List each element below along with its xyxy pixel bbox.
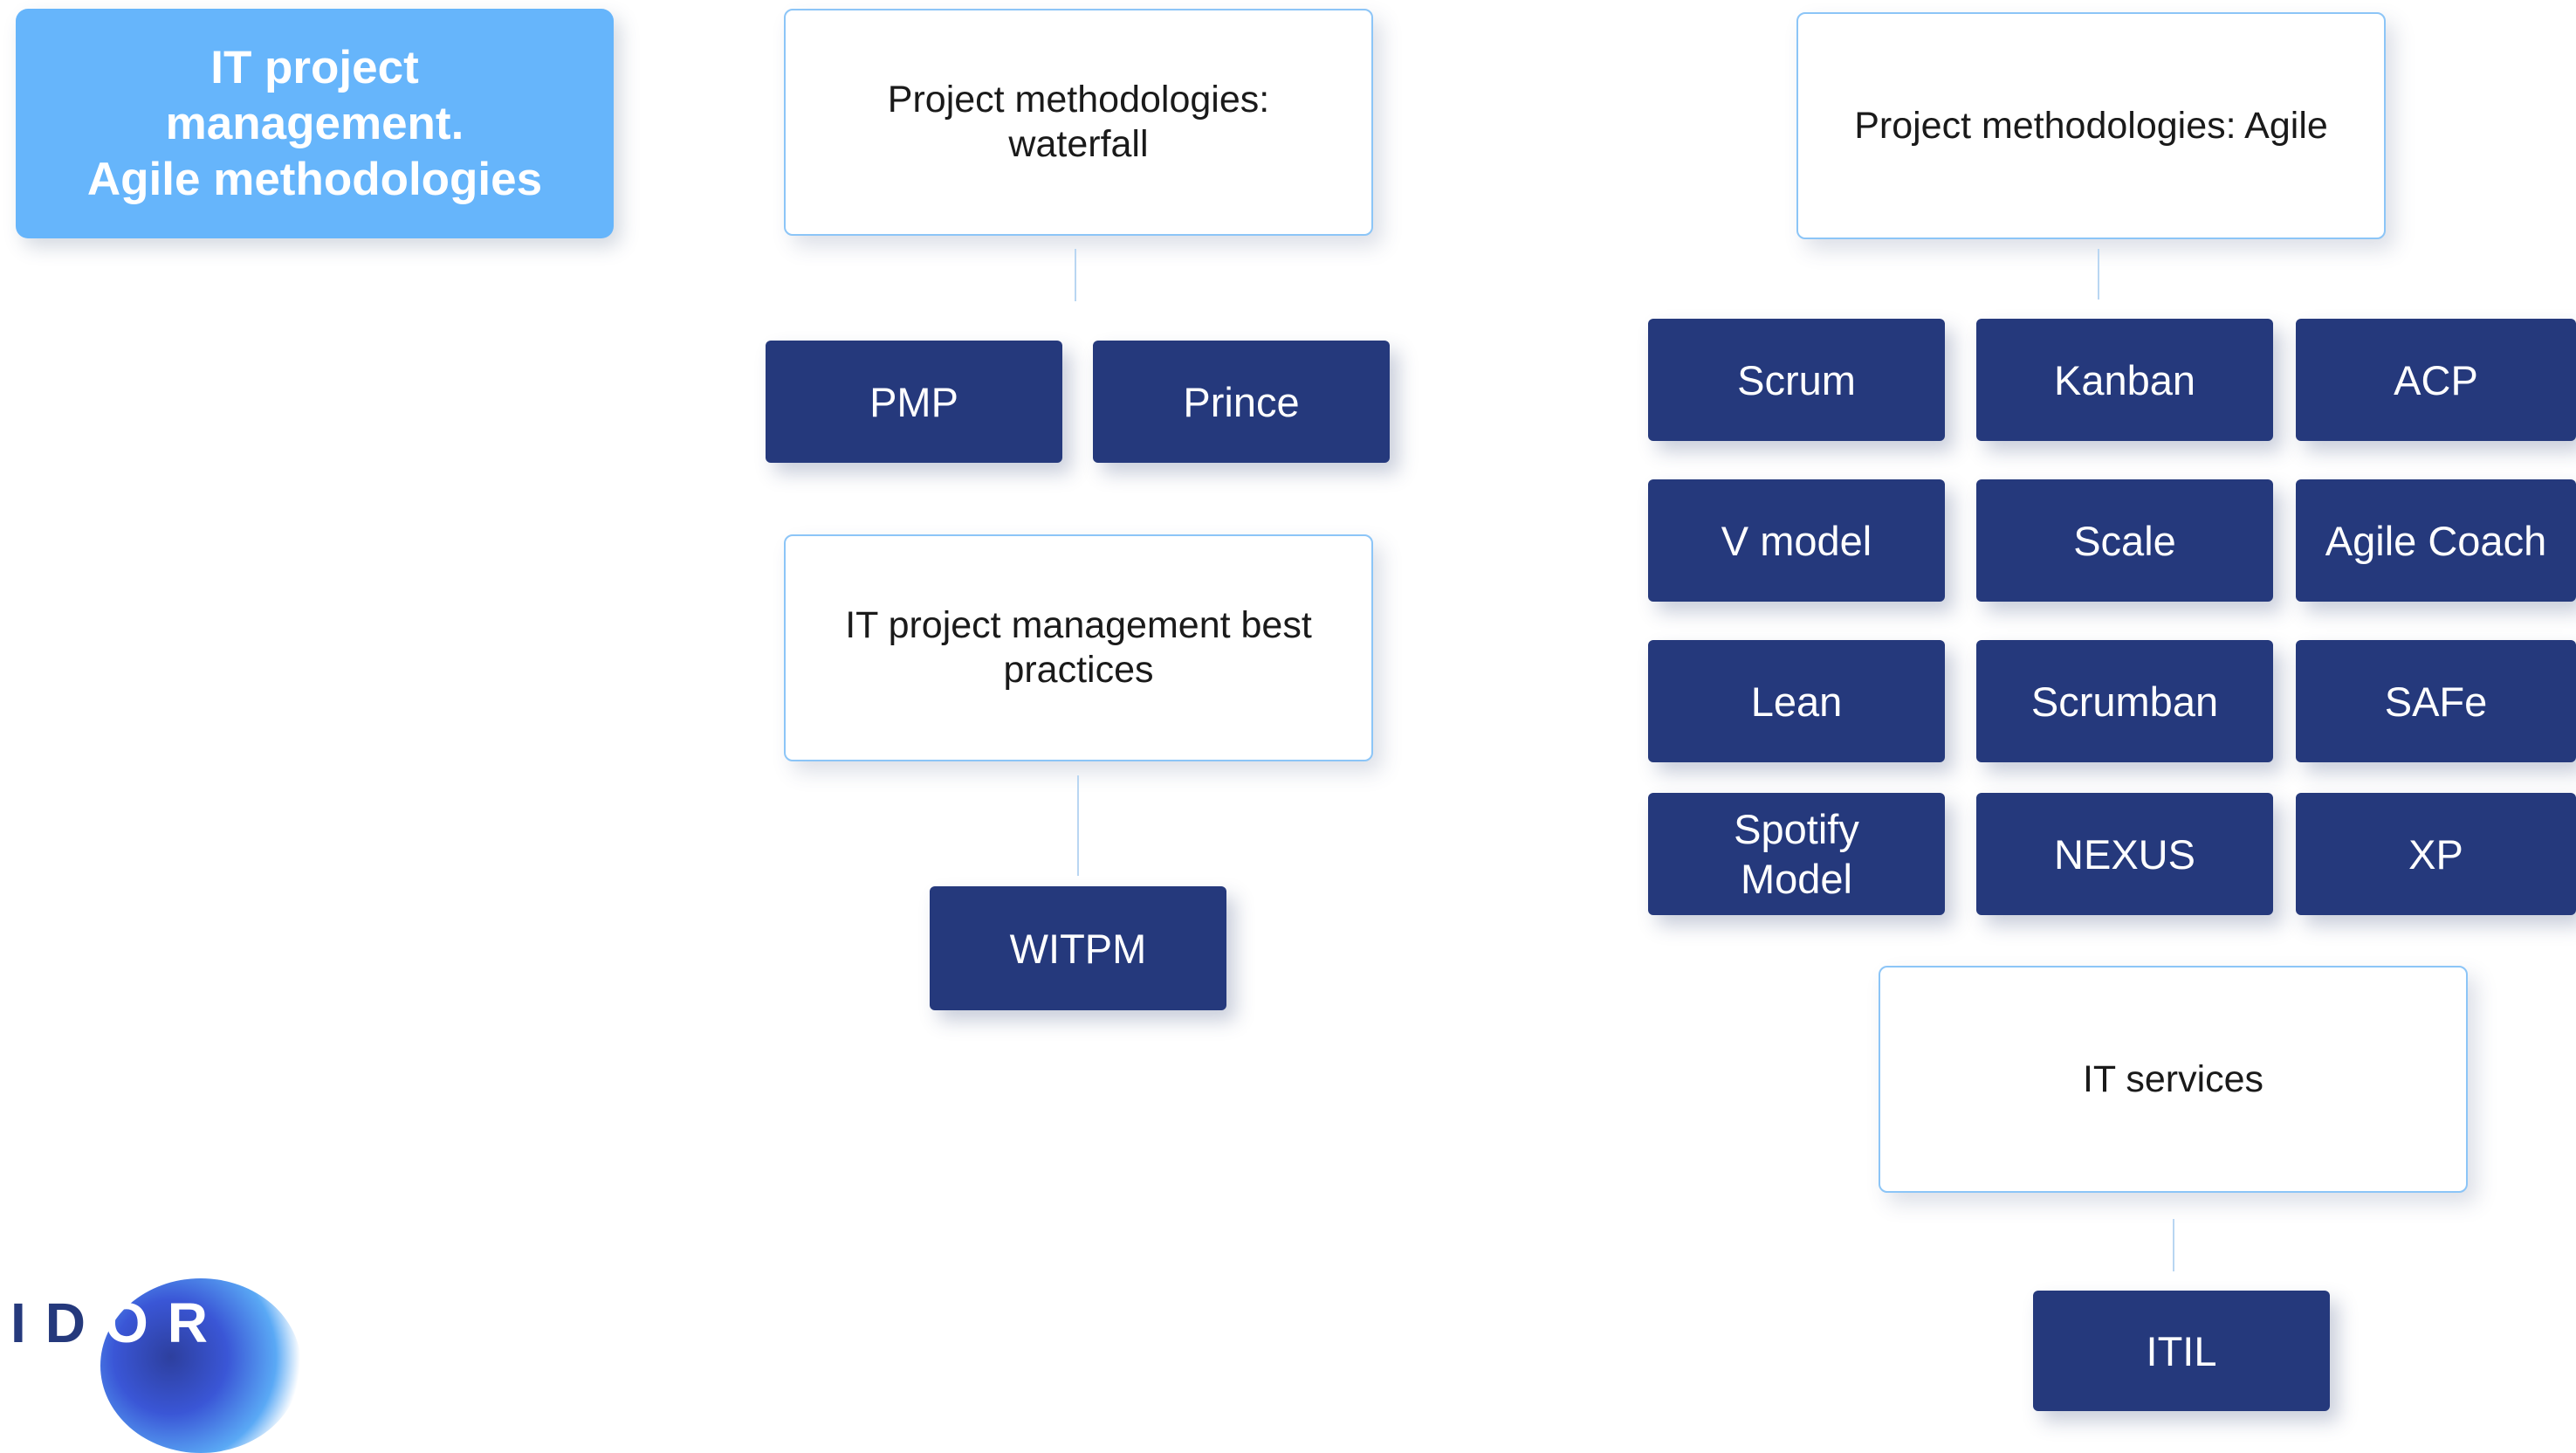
logo-wordmark: IDOR: [10, 1291, 227, 1354]
it-services-connector: [2173, 1219, 2174, 1271]
scale-box: Scale: [1976, 479, 2273, 602]
acp-box: ACP: [2296, 319, 2576, 441]
waterfall-heading-line-1: Project methodologies:: [887, 79, 1270, 121]
agile-heading: Project methodologies: Agile: [1854, 104, 2328, 147]
spotify-model-box: Spotify Model: [1648, 793, 1945, 915]
agile-heading-card: Project methodologies: Agile: [1796, 12, 2386, 239]
waterfall-heading-line-2: waterfall: [1008, 123, 1149, 165]
best-practices-heading-card: IT project management best practices: [784, 534, 1373, 761]
kanban-box: Kanban: [1976, 319, 2273, 441]
lean-box: Lean: [1648, 640, 1945, 762]
witpm-box: WITPM: [930, 886, 1226, 1010]
best-practices-heading-line-1: IT project management best: [845, 604, 1312, 646]
title-line-3: Agile methodologies: [86, 153, 543, 205]
prince-box: Prince: [1093, 341, 1390, 463]
it-services-heading: IT services: [2082, 1057, 2264, 1100]
idor-logo: IDOR: [9, 1273, 306, 1453]
agile-coach-box: Agile Coach: [2296, 479, 2576, 602]
title-line-2: management.: [165, 97, 464, 149]
safe-box: SAFe: [2296, 640, 2576, 762]
best-practices-heading-line-2: practices: [1003, 649, 1154, 691]
waterfall-heading-card: Project methodologies: waterfall: [784, 9, 1373, 236]
scrumban-box: Scrumban: [1976, 640, 2273, 762]
it-services-heading-card: IT services: [1879, 966, 2468, 1193]
scrum-box: Scrum: [1648, 319, 1945, 441]
v-model-box: V model: [1648, 479, 1945, 602]
pmp-box: PMP: [766, 341, 1062, 463]
waterfall-connector: [1075, 249, 1076, 301]
xp-box: XP: [2296, 793, 2576, 915]
nexus-box: NEXUS: [1976, 793, 2273, 915]
best-practices-connector: [1077, 775, 1079, 876]
itil-box: ITIL: [2033, 1291, 2330, 1411]
title-line-1: IT project: [210, 41, 419, 93]
title-card: IT project management. Agile methodologi…: [16, 9, 614, 238]
agile-connector: [2098, 249, 2099, 300]
